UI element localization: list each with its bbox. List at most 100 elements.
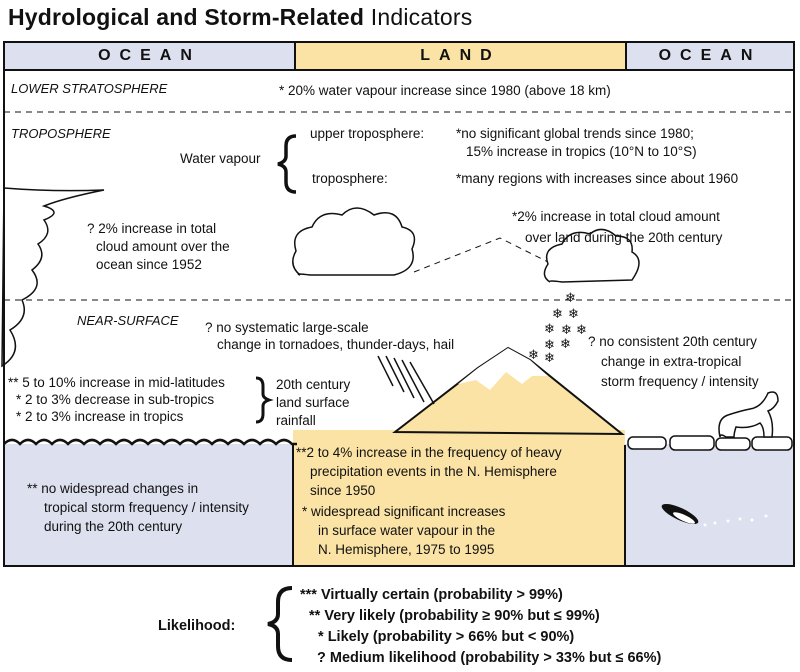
- rain-lines: [377, 355, 435, 405]
- legend-item-text: Virtually certain (probability > 99%): [320, 587, 563, 603]
- heavy-precip-line-1: 2 to 4% increase in the frequency of hea…: [306, 445, 562, 460]
- likelihood-symbol: **: [309, 608, 321, 624]
- legend-brace: [267, 586, 293, 662]
- bubbles: [703, 514, 768, 527]
- tropical-storm-line-3: during the 20th century: [44, 519, 183, 534]
- tropical-storm-line-1: no widespread changes in: [41, 481, 199, 496]
- land-block: [293, 430, 625, 566]
- water-vapour-label: Water vapour: [180, 151, 261, 166]
- troposphere-label: troposphere:: [312, 171, 388, 186]
- rainfall-item: * 2 to 3% decrease in sub-tropics: [16, 391, 214, 409]
- coast-lines: [292, 445, 626, 566]
- upper-line-1: no significant global trends since 1980;: [461, 126, 694, 141]
- layer-troposphere: TROPOSPHERE: [11, 126, 111, 141]
- header-ocean-right: OCEAN: [627, 43, 793, 71]
- stratosphere-note: * 20% water vapour increase since 1980 (…: [279, 82, 611, 100]
- water-vapour-brace: [277, 134, 297, 194]
- rainfall-label-1: 20th century: [276, 377, 351, 392]
- rainfall-item-text: 2 to 3% increase in tropics: [25, 409, 184, 424]
- extratropical-line-3: storm frequency / intensity: [601, 374, 759, 389]
- surface-vapour-line-1: widespread significant increases: [311, 504, 506, 519]
- rainfall-item-text: 5 to 10% increase in mid-latitudes: [22, 375, 225, 390]
- header-ocean-left: OCEAN: [5, 43, 296, 71]
- svg-text:❄: ❄: [561, 323, 572, 338]
- rainfall-label-3: rainfall: [276, 413, 316, 428]
- title-bold: Hydrological and Storm-Related: [8, 4, 365, 30]
- likelihood-symbol: *: [279, 83, 285, 98]
- likelihood-symbol: *: [302, 504, 308, 519]
- tropical-storm-line-2: tropical storm frequency / intensity: [44, 500, 249, 515]
- likelihood-symbol: ***: [300, 587, 317, 603]
- tornado-line-2: change in tornadoes, thunder-days, hail: [217, 337, 455, 352]
- likelihood-symbol: *: [16, 409, 22, 424]
- tropical-storm-note: ** no widespread changes in: [27, 480, 198, 498]
- legend-item: * Likely (probability > 66% but < 90%): [318, 627, 574, 648]
- likelihood-symbol: *: [456, 171, 462, 186]
- heavy-precip-line-3: since 1950: [310, 483, 376, 498]
- ice-floes: [627, 435, 793, 451]
- upper-troposphere-label: upper troposphere:: [310, 126, 425, 141]
- troposphere-text: many regions with increases since about …: [461, 171, 739, 186]
- cloud-right: [543, 228, 640, 283]
- diagram-frame: [3, 41, 795, 567]
- ocean-wave-line: [3, 438, 297, 446]
- cloud-ocean-line-1: 2% increase in total: [98, 221, 217, 236]
- svg-text:❄: ❄: [552, 307, 563, 322]
- cloud-ocean-note: ? 2% increase in total: [87, 220, 216, 238]
- cloud-land-line-2: over land during the 20th century: [525, 230, 723, 245]
- cloud-ocean-line-3: ocean since 1952: [96, 257, 202, 272]
- legend-item: ** Very likely (probability ≥ 90% but ≤ …: [309, 606, 600, 627]
- likelihood-symbol: ?: [205, 320, 213, 335]
- likelihood-symbol: **: [8, 375, 19, 390]
- legend-item-text: Very likely (probability ≥ 90% but ≤ 99%…: [324, 608, 600, 624]
- likelihood-symbol: *: [318, 629, 324, 645]
- cloud-mid: [292, 207, 416, 276]
- layer-near-surface: NEAR-SURFACE: [77, 313, 179, 328]
- svg-text:❄: ❄: [544, 338, 555, 353]
- svg-text:❄: ❄: [528, 348, 539, 363]
- upper-line-2: 15% increase in tropics (10°N to 10°S): [466, 144, 697, 159]
- svg-text:❄: ❄: [544, 322, 555, 337]
- svg-text:❄: ❄: [576, 323, 587, 338]
- legend-item: ? Medium likelihood (probability > 33% b…: [317, 648, 661, 669]
- legend-item-text: Medium likelihood (probability > 33% but…: [329, 650, 662, 666]
- likelihood-symbol: *: [512, 209, 518, 224]
- likelihood-symbol: ?: [588, 334, 596, 349]
- rainfall-item: ** 5 to 10% increase in mid-latitudes: [8, 374, 225, 392]
- cloud-land-line-1: 2% increase in total cloud amount: [517, 209, 720, 224]
- heavy-precip-note: **2 to 4% increase in the frequency of h…: [296, 444, 562, 462]
- likelihood-symbol: ?: [317, 650, 326, 666]
- cloud-ocean-line-2: cloud amount over the: [96, 239, 230, 254]
- likelihood-symbol: **: [296, 445, 307, 460]
- legend-item-text: Likely (probability > 66% but < 90%): [327, 629, 575, 645]
- tornado-line-1: no systematic large-scale: [216, 320, 369, 335]
- rainfall-item-text: 2 to 3% decrease in sub-tropics: [25, 392, 215, 407]
- extratropical-note: ? no consistent 20th century: [588, 333, 757, 351]
- likelihood-symbol: *: [16, 392, 22, 407]
- svg-text:❄: ❄: [568, 307, 579, 322]
- rainfall-item: * 2 to 3% increase in tropics: [16, 408, 183, 426]
- rainfall-label-2: land surface: [276, 395, 350, 410]
- extratropical-line-2: change in extra-tropical: [601, 354, 742, 369]
- surface-vapour-line-3: N. Hemisphere, 1975 to 1995: [318, 542, 495, 557]
- stratosphere-text: 20% water vapour increase since 1980 (ab…: [288, 83, 611, 98]
- mountain-snowcap: [458, 348, 548, 390]
- legend-item: *** Virtually certain (probability > 99%…: [300, 585, 563, 606]
- title-rest: Indicators: [370, 4, 473, 30]
- legend-label: Likelihood:: [158, 618, 236, 634]
- cloud-connector: [413, 237, 549, 273]
- upper-troposphere-note: *no significant global trends since 1980…: [456, 125, 694, 143]
- likelihood-symbol: **: [27, 481, 38, 496]
- svg-text:❄: ❄: [560, 337, 571, 352]
- heavy-precip-line-2: precipitation events in the N. Hemispher…: [310, 464, 557, 479]
- surface-vapour-line-2: in surface water vapour in the: [318, 523, 496, 538]
- extratropical-line-1: no consistent 20th century: [599, 334, 757, 349]
- likelihood-symbol: *: [456, 126, 462, 141]
- svg-text:❄: ❄: [544, 351, 555, 366]
- diagram-title: Hydrological and Storm-Related Indicator…: [8, 4, 472, 31]
- tornado-note: ? no systematic large-scale: [205, 319, 369, 337]
- layer-lower-stratosphere: LOWER STRATOSPHERE: [11, 81, 168, 96]
- svg-text:❄: ❄: [565, 291, 576, 306]
- snowflakes: ❄❄❄ ❄❄❄ ❄❄❄❄: [528, 291, 587, 366]
